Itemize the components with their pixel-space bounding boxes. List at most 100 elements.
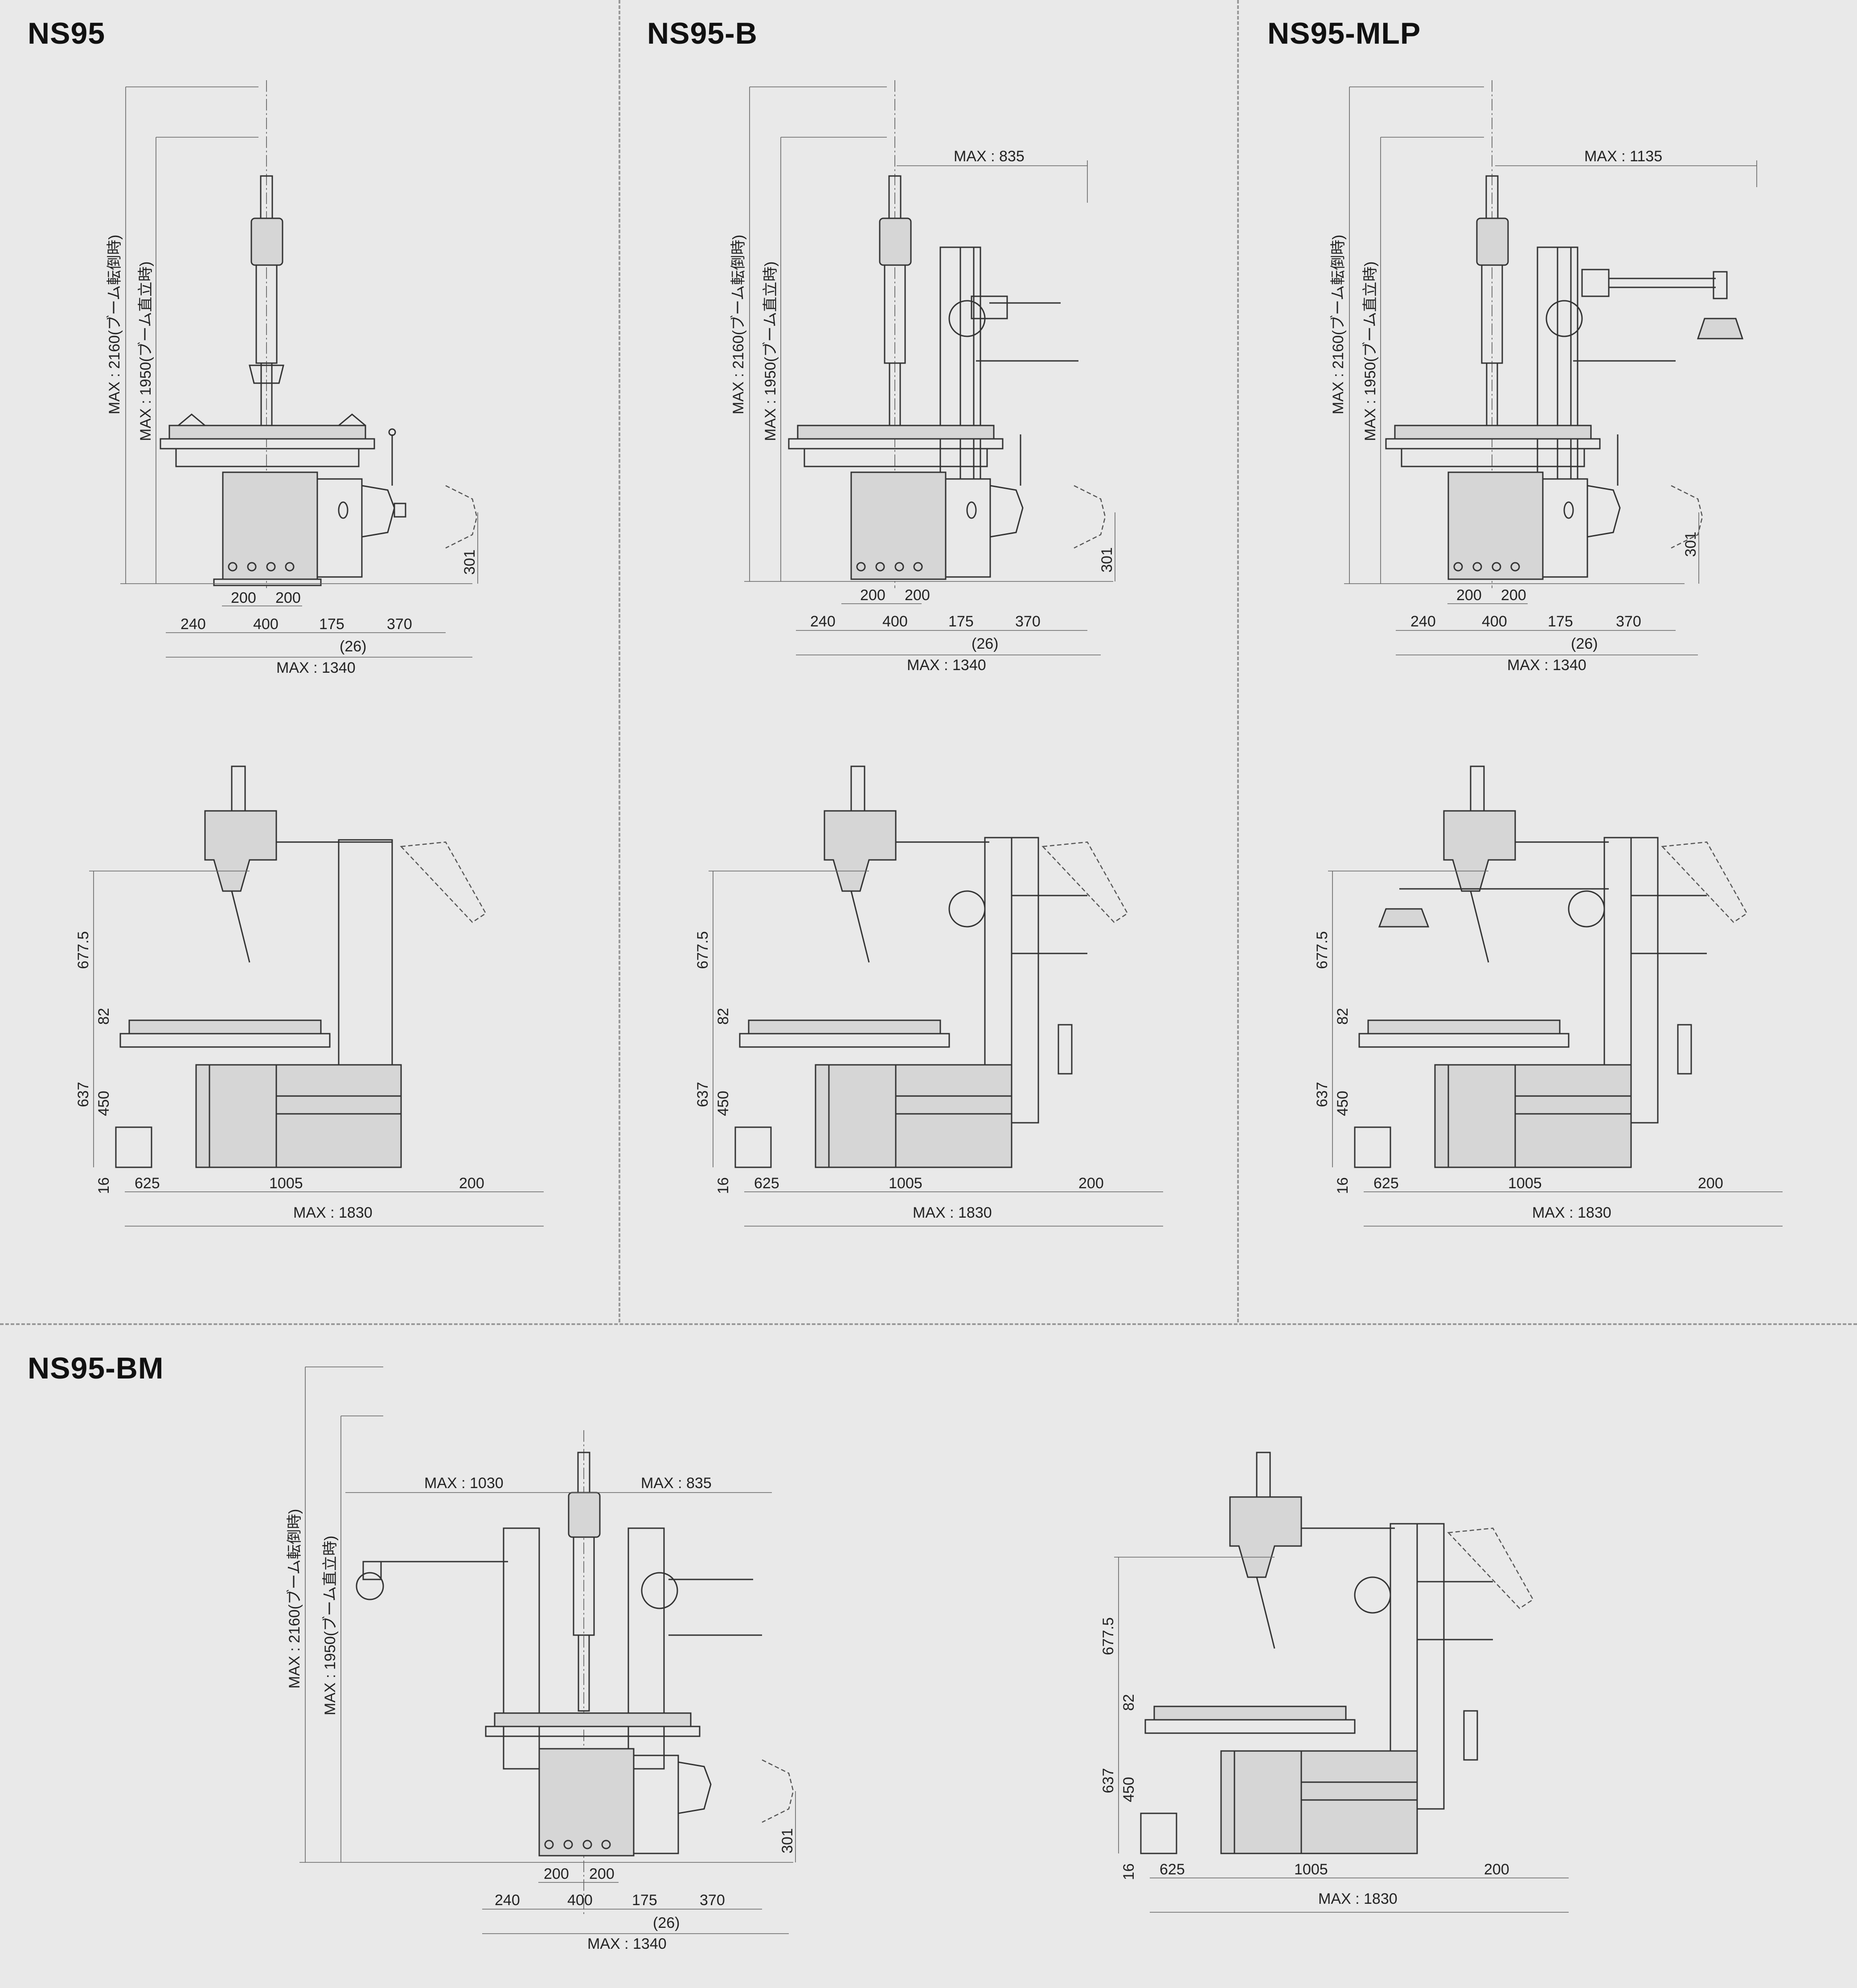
dim-max-1830: MAX : 1830 <box>1318 1890 1398 1907</box>
divider-2 <box>1237 0 1239 1322</box>
dim-677-5: 677.5 <box>1314 931 1331 969</box>
dim-16: 16 <box>95 1177 112 1194</box>
dim-upright-height: MAX : 1950(ブーム直立時) <box>322 1536 339 1715</box>
dim-total-height: MAX : 2160(ブーム転倒時) <box>106 235 123 414</box>
dim-637: 637 <box>694 1082 711 1107</box>
dim-upright-height: MAX : 1950(ブーム直立時) <box>1362 262 1379 441</box>
dim-677-5: 677.5 <box>75 931 92 969</box>
dim-175: 175 <box>948 613 974 630</box>
dim-301: 301 <box>1682 532 1699 557</box>
dim-200-right: 200 <box>589 1865 615 1882</box>
side-machine <box>1354 765 1748 1168</box>
dim-200-right: 200 <box>1501 587 1526 604</box>
dim-200-right: 200 <box>905 587 930 604</box>
dim-301: 301 <box>779 1828 796 1853</box>
dim-upright-height: MAX : 1950(ブーム直立時) <box>137 262 154 441</box>
dim-450: 450 <box>715 1091 732 1116</box>
dim-301: 301 <box>461 549 478 575</box>
dim-82: 82 <box>1120 1694 1137 1711</box>
side-machine <box>734 765 1128 1168</box>
dim-175: 175 <box>1548 613 1573 630</box>
divider-1 <box>619 0 620 1322</box>
dim-200: 200 <box>1078 1175 1104 1192</box>
front-view-ns95: MAX : 2160(ブーム転倒時) MAX : 1950(ブーム直立時) 30… <box>106 80 478 676</box>
side-view-ns95: 677.5 82 637 450 16 625 1005 200 MAX : 1… <box>75 765 544 1227</box>
dim-reach-1030: MAX : 1030 <box>424 1475 504 1492</box>
side-machine <box>1140 1452 1534 1854</box>
dim-370: 370 <box>1015 613 1041 630</box>
dim-175: 175 <box>319 616 344 633</box>
dim-450: 450 <box>1120 1777 1137 1802</box>
dim-26: (26) <box>1571 635 1598 652</box>
dim-1005: 1005 <box>1508 1175 1542 1192</box>
dim-82: 82 <box>1334 1008 1351 1025</box>
dim-200: 200 <box>459 1175 484 1192</box>
dim-450: 450 <box>95 1091 112 1116</box>
title-ns95-b: NS95-B <box>647 16 758 50</box>
dim-400: 400 <box>882 613 908 630</box>
dim-200: 200 <box>1484 1861 1509 1878</box>
dim-175: 175 <box>632 1892 657 1909</box>
dim-max-1340: MAX : 1340 <box>1507 657 1586 674</box>
dim-max-1340: MAX : 1340 <box>276 659 356 676</box>
dim-240: 240 <box>1410 613 1436 630</box>
divider-horizontal <box>0 1323 1857 1325</box>
dim-total-height: MAX : 2160(ブーム転倒時) <box>1330 235 1347 414</box>
dim-637: 637 <box>1314 1082 1331 1107</box>
dim-reach-835: MAX : 835 <box>954 148 1025 165</box>
dim-max-1830: MAX : 1830 <box>1532 1204 1611 1221</box>
dim-240: 240 <box>495 1892 520 1909</box>
front-view-ns95-bm: MAX : 1030 MAX : 835 MAX : 2160(ブーム転倒時) … <box>286 1366 796 1952</box>
dim-370: 370 <box>700 1892 725 1909</box>
dim-200-left: 200 <box>231 589 256 606</box>
dim-400: 400 <box>1482 613 1507 630</box>
dim-240: 240 <box>810 613 836 630</box>
dim-82: 82 <box>715 1008 732 1025</box>
dim-200-left: 200 <box>1456 587 1482 604</box>
dim-16: 16 <box>1120 1863 1137 1880</box>
dim-200-left: 200 <box>860 587 885 604</box>
dim-200-right: 200 <box>275 589 301 606</box>
dim-370: 370 <box>387 616 412 633</box>
dim-82: 82 <box>95 1008 112 1025</box>
front-machine <box>356 1430 794 1916</box>
title-ns95: NS95 <box>28 16 106 50</box>
dim-26: (26) <box>972 635 998 652</box>
dim-max-1340: MAX : 1340 <box>587 1935 667 1952</box>
dim-625: 625 <box>1160 1861 1185 1878</box>
dim-total-height: MAX : 2160(ブーム転倒時) <box>286 1509 303 1689</box>
front-machine <box>1385 80 1744 588</box>
dim-max-1830: MAX : 1830 <box>293 1204 373 1221</box>
dim-max-1830: MAX : 1830 <box>913 1204 992 1221</box>
side-machine <box>115 765 487 1168</box>
title-ns95-mlp: NS95-MLP <box>1267 16 1421 50</box>
dim-677-5: 677.5 <box>1100 1617 1117 1655</box>
dim-677-5: 677.5 <box>694 931 711 969</box>
dim-reach-835: MAX : 835 <box>641 1475 712 1492</box>
dim-625: 625 <box>135 1175 160 1192</box>
side-view-ns95-bm: 677.5 82 637 450 16 625 1005 200 MAX : 1… <box>1100 1452 1569 1913</box>
front-view-ns95-mlp: MAX : 1135 MAX : 2160(ブーム転倒時) MAX : 1950… <box>1330 80 1757 674</box>
dim-200: 200 <box>1698 1175 1723 1192</box>
dim-370: 370 <box>1616 613 1641 630</box>
dim-637: 637 <box>75 1082 92 1107</box>
front-machine <box>160 80 478 588</box>
dim-1005: 1005 <box>889 1175 922 1192</box>
side-view-ns95-b: 677.5 82 637 450 16 625 1005 200 MAX : 1… <box>694 765 1163 1227</box>
dim-26: (26) <box>340 638 366 655</box>
dim-reach-1135: MAX : 1135 <box>1584 148 1662 165</box>
dim-1005: 1005 <box>269 1175 303 1192</box>
dim-400: 400 <box>567 1892 593 1909</box>
dim-625: 625 <box>754 1175 779 1192</box>
dim-16: 16 <box>715 1177 732 1194</box>
dim-26: (26) <box>653 1914 680 1931</box>
title-ns95-bm: NS95-BM <box>28 1351 164 1385</box>
dim-1005: 1005 <box>1294 1861 1328 1878</box>
dim-301: 301 <box>1099 547 1115 573</box>
dim-16: 16 <box>1334 1177 1351 1194</box>
dim-240: 240 <box>180 616 206 633</box>
dim-max-1340: MAX : 1340 <box>907 657 986 674</box>
dim-200-left: 200 <box>544 1865 569 1882</box>
front-machine <box>788 80 1106 588</box>
dim-450: 450 <box>1334 1091 1351 1116</box>
